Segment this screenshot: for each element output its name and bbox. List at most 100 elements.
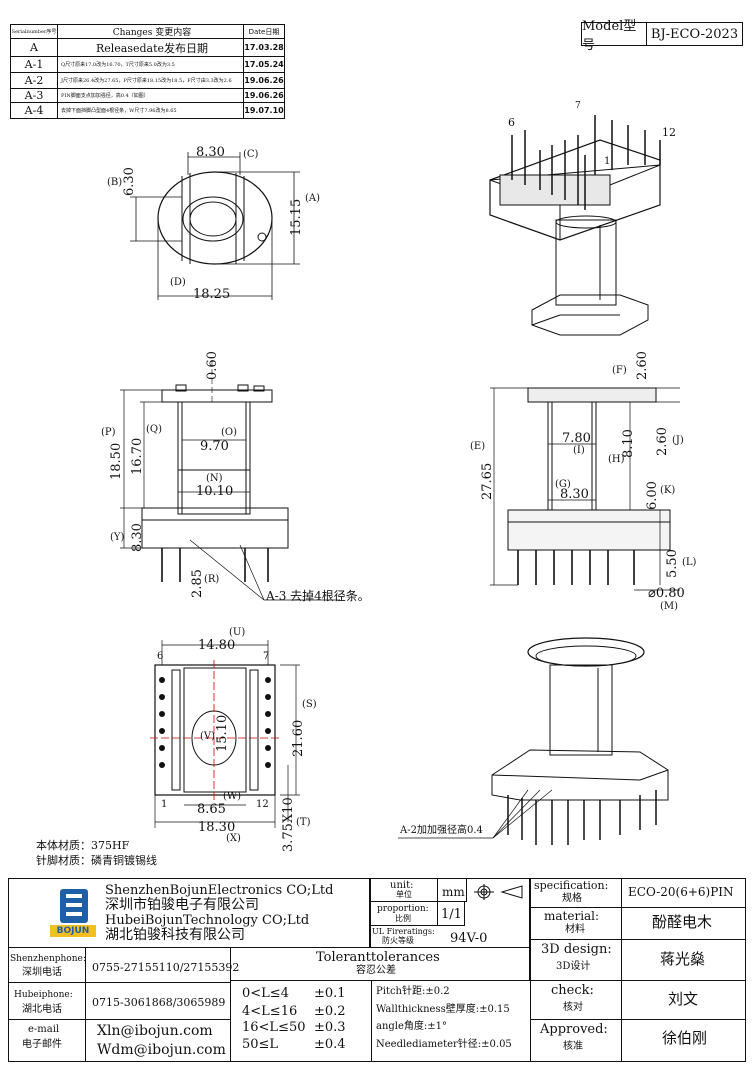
dim-n: 10.10	[196, 484, 234, 499]
label-s: (S)	[302, 699, 317, 710]
dim-o: 9.70	[200, 439, 229, 454]
design-cn: 3D设计	[556, 961, 591, 972]
tol-note: Needlediameter针径:±0.05	[376, 1039, 512, 1050]
tol-note: Pitch针距:±0.2	[376, 986, 450, 997]
bojun-logo: BOJUN	[50, 889, 96, 937]
label-l: (L)	[682, 557, 697, 568]
dim-p: 18.50	[109, 442, 124, 480]
check-cn: 核对	[563, 1002, 583, 1013]
tol-cn: 容忍公差	[356, 965, 396, 976]
tol-range: 4<L≤16	[242, 1004, 298, 1019]
label-d: (D)	[170, 277, 186, 288]
email-2: Wdm@ibojun.com	[97, 1042, 226, 1058]
model-box: Model型号 BJ-ECO-2023	[581, 19, 743, 53]
fire-cn: 防火等级	[382, 936, 414, 945]
dim-f: 2.60	[635, 351, 650, 380]
dim-d: 18.25	[193, 287, 231, 302]
front-view	[120, 360, 340, 601]
label-m: (M)	[660, 601, 679, 612]
iso-note-a2: A-2加加强径高0.4	[400, 825, 483, 836]
label-c: (C)	[243, 149, 259, 160]
label-e: (E)	[470, 441, 486, 452]
label-k: (K)	[660, 485, 676, 496]
material-label: material:	[544, 909, 600, 923]
company-cn-1: 深圳市铂骏电子有限公司	[105, 897, 259, 913]
label-j: (J)	[672, 435, 684, 446]
check-label: check:	[551, 983, 594, 998]
company-cn-2: 湖北铂骏科技有限公司	[105, 927, 245, 943]
label-b: (B)	[107, 177, 123, 188]
pin-label-bottom-12: 12	[256, 799, 269, 810]
dim-i: 7.80	[562, 431, 591, 446]
pin-label-bottom-7: 7	[263, 651, 270, 662]
dim-c: 8.30	[196, 145, 225, 160]
model-value: BJ-ECO-2023	[650, 26, 739, 42]
approved-value: 徐伯刚	[662, 1029, 708, 1047]
iso-view-top	[489, 115, 661, 336]
design-value: 蒋光燊	[660, 950, 706, 968]
spec-label: specification:	[534, 879, 609, 892]
label-o: (O)	[221, 427, 238, 438]
tol-note: Wallthickness壁厚度:±0.15	[376, 1004, 510, 1015]
email-cn: 电子邮件	[22, 1039, 62, 1050]
fire-label: UL Fireratings:	[372, 927, 435, 936]
company-en-1: ShenzhenBojunElectronics CO;Ltd	[105, 883, 334, 898]
dim-front-top: 0.60	[205, 351, 220, 380]
design-label: 3D design:	[541, 942, 612, 957]
label-t: (T)	[296, 817, 311, 828]
proportion-cn: 比例	[395, 914, 411, 923]
dim-x: 18.30	[198, 820, 236, 835]
rev-date: 19.07.10	[243, 102, 285, 119]
tol-note: angle角度:±1°	[376, 1021, 448, 1032]
technical-drawing: 7	[120, 101, 680, 845]
dim-t: 3.75X10	[281, 797, 296, 852]
pin-label-12: 12	[662, 126, 676, 139]
tol-value: ±0.3	[314, 1020, 346, 1035]
tol-value: ±0.4	[314, 1037, 346, 1052]
unit-value: mm	[442, 885, 465, 899]
spec-value: ECO-20(6+6)PIN	[628, 885, 734, 899]
side-view	[490, 387, 680, 591]
fire-value: 94V-0	[450, 931, 488, 946]
dim-w: 8.65	[197, 802, 226, 817]
rev-change: 去掉下面挡脚凸型面4根径条，W尺寸7.96改为8.65	[57, 102, 244, 119]
pin-label-6: 6	[508, 116, 515, 129]
dim-v: 15.10	[215, 714, 230, 752]
sz-phone-cn: 深圳电话	[22, 967, 62, 978]
approved-label: Approved:	[540, 1022, 608, 1037]
proportion-value: 1/1	[441, 907, 462, 922]
label-y: (Y)	[110, 532, 125, 543]
label-r: (R)	[204, 574, 220, 585]
sz-phone: 0755-27155110/27155392	[92, 961, 240, 974]
label-x: (X)	[226, 833, 241, 844]
label-u: (U)	[229, 627, 246, 638]
tol-value: ±0.1	[314, 986, 346, 1001]
label-i: (I)	[573, 445, 585, 456]
front-note-a3: A-3 去掉4根径条。	[266, 589, 370, 603]
label-p: (P)	[101, 427, 116, 438]
dim-a: 15.15	[289, 198, 304, 236]
unit-cn: 单位	[396, 890, 412, 899]
pin-label-1: 1	[604, 156, 611, 167]
logo-text: BOJUN	[50, 925, 96, 937]
spec-cn: 规格	[562, 893, 582, 904]
dim-g: 8.30	[560, 487, 589, 502]
tol-range: 50≤L	[242, 1037, 279, 1052]
dim-k: 6.00	[645, 481, 660, 510]
pin-label-bottom-6: 6	[157, 651, 164, 662]
dim-u: 14.80	[198, 638, 236, 653]
dim-y: 8.30	[130, 523, 145, 552]
check-value: 刘文	[668, 990, 699, 1008]
dim-l: 5.50	[665, 549, 680, 578]
pin-material: 针脚材质：磷青铜镀锡线	[36, 854, 157, 867]
rev-serial: A-4	[10, 102, 58, 119]
dim-h: 8.10	[621, 429, 636, 458]
material-value: 酚醛电木	[652, 913, 713, 931]
material-cn: 材料	[565, 924, 585, 935]
sz-phone-label: Shenzhenphone:	[10, 954, 86, 964]
label-f: (F)	[612, 365, 627, 376]
pin-label-bottom-1: 1	[161, 799, 168, 810]
tol-range: 16<L≤50	[242, 1020, 306, 1035]
email-label: e-mail	[28, 1024, 60, 1035]
dim-r: 2.85	[190, 569, 205, 598]
